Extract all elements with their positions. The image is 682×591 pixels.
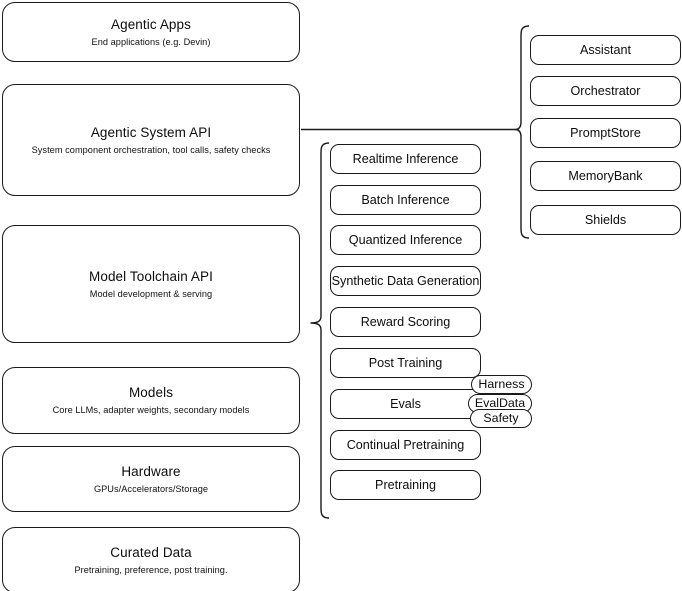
evals-tag-label: Safety	[483, 411, 519, 425]
evals-tag-label: EvalData	[474, 396, 526, 410]
stack-layer-agentic-system-api[interactable]: Agentic System API System component orch…	[2, 84, 300, 196]
evals-tag-safety[interactable]: Safety	[470, 409, 532, 428]
capability-post-training[interactable]: Post Training	[330, 348, 481, 378]
capability-quantized-inference[interactable]: Quantized Inference	[330, 225, 481, 255]
bracket-toolchain-capabilities	[310, 142, 330, 519]
component-memorybank[interactable]: MemoryBank	[530, 161, 681, 191]
stack-layer-title: Hardware	[121, 463, 181, 479]
stack-layer-title: Model Toolchain API	[89, 268, 213, 284]
capability-label: Pretraining	[375, 478, 436, 492]
capability-label: Evals	[390, 397, 421, 411]
capability-evals[interactable]: Evals	[330, 389, 481, 419]
component-shields[interactable]: Shields	[530, 205, 681, 235]
stack-layer-hardware[interactable]: Hardware GPUs/Accelerators/Storage	[2, 446, 300, 512]
stack-layer-agentic-apps[interactable]: Agentic Apps End applications (e.g. Devi…	[2, 2, 300, 62]
component-orchestrator[interactable]: Orchestrator	[530, 76, 681, 106]
component-label: PromptStore	[570, 126, 641, 140]
stack-layer-models[interactable]: Models Core LLMs, adapter weights, secon…	[2, 367, 300, 434]
capability-synthetic-data-generation[interactable]: Synthetic Data Generation	[330, 266, 481, 296]
component-label: MemoryBank	[568, 169, 643, 183]
component-label: Assistant	[579, 43, 632, 57]
capability-label: Post Training	[368, 356, 443, 370]
capability-label: Continual Pretraining	[346, 438, 465, 452]
stack-layer-subtitle: Core LLMs, adapter weights, secondary mo…	[52, 405, 250, 415]
component-label: Shields	[584, 213, 627, 227]
stack-layer-subtitle: Model development & serving	[89, 288, 213, 299]
capability-label: Realtime Inference	[352, 152, 459, 166]
capability-batch-inference[interactable]: Batch Inference	[330, 185, 481, 215]
evals-tag-harness[interactable]: Harness	[471, 375, 532, 394]
stack-layer-title: Curated Data	[110, 544, 192, 560]
component-promptstore[interactable]: PromptStore	[530, 118, 681, 148]
stack-layer-subtitle: Pretraining, preference, post training.	[74, 564, 228, 575]
evals-tag-label: Harness	[478, 377, 525, 391]
stack-layer-subtitle: GPUs/Accelerators/Storage	[93, 483, 209, 494]
component-label: Orchestrator	[570, 84, 641, 98]
capability-label: Reward Scoring	[360, 315, 451, 329]
bracket-agentic-components	[514, 25, 530, 239]
stack-layer-title: Agentic System API	[90, 124, 212, 140]
stack-layer-title: Models	[128, 385, 174, 400]
capability-label: Synthetic Data Generation	[331, 274, 480, 288]
capability-label: Batch Inference	[361, 193, 450, 207]
capability-label: Quantized Inference	[348, 233, 463, 247]
stack-layer-subtitle: System component orchestration, tool cal…	[31, 144, 271, 155]
capability-reward-scoring[interactable]: Reward Scoring	[330, 307, 481, 337]
stack-layer-subtitle: End applications (e.g. Devin)	[91, 36, 211, 47]
stack-layer-curated-data[interactable]: Curated Data Pretraining, preference, po…	[2, 527, 300, 591]
stack-layer-title: Agentic Apps	[110, 16, 191, 32]
capability-continual-pretraining[interactable]: Continual Pretraining	[330, 430, 481, 460]
component-assistant[interactable]: Assistant	[530, 35, 681, 65]
stack-layer-model-toolchain-api[interactable]: Model Toolchain API Model development & …	[2, 225, 300, 343]
capability-realtime-inference[interactable]: Realtime Inference	[330, 144, 481, 174]
capability-pretraining[interactable]: Pretraining	[330, 470, 481, 500]
